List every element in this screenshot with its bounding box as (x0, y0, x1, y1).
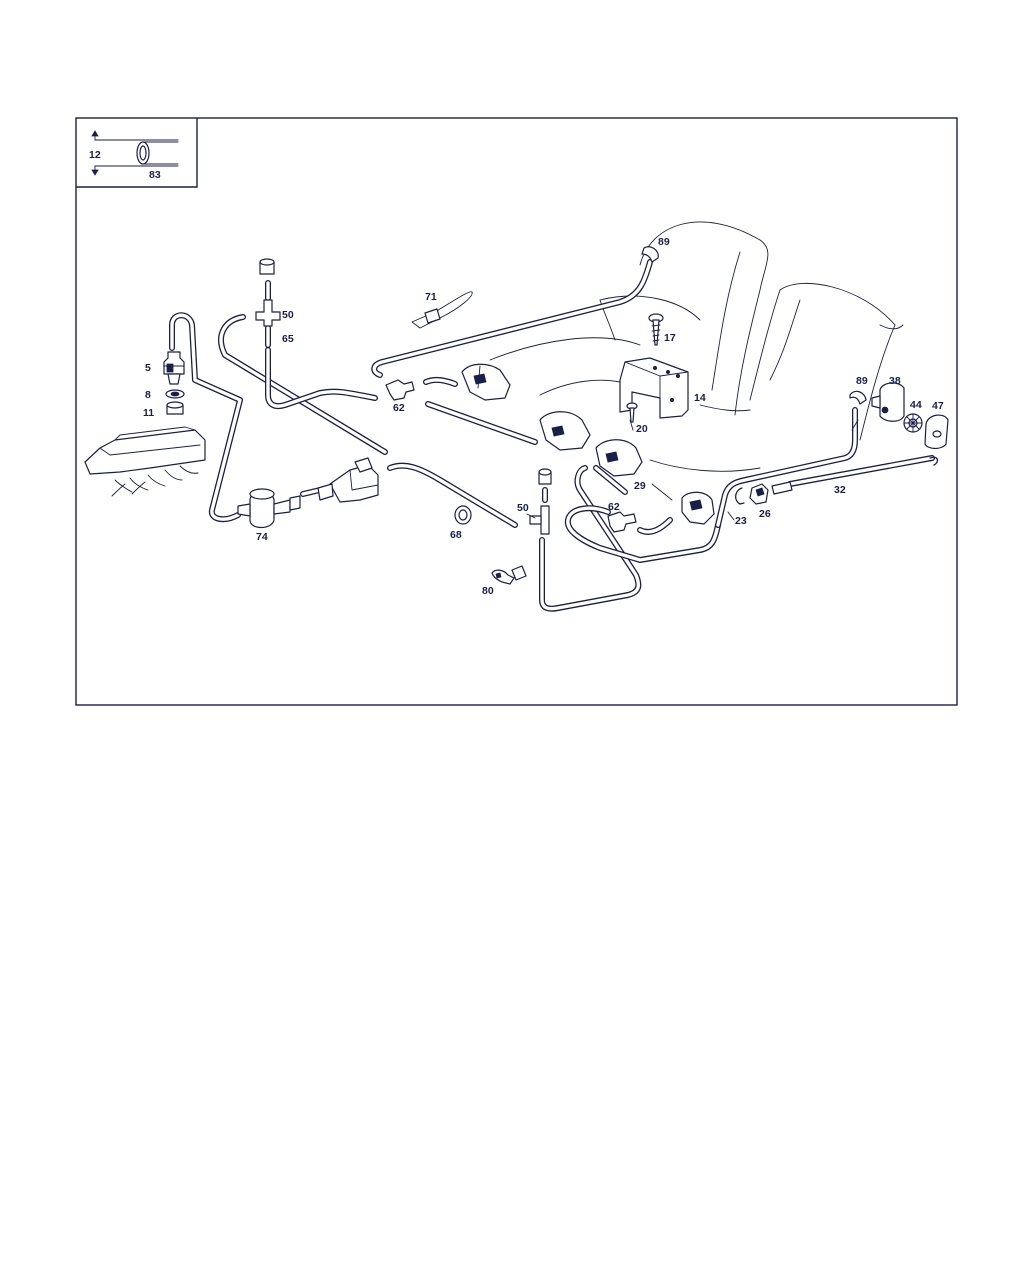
seat-outline (489, 221, 904, 472)
connector-80 (491, 565, 527, 585)
clip-29 (681, 491, 715, 525)
label-47: 47 (932, 400, 944, 412)
label-5: 5 (145, 362, 151, 374)
label-29: 29 (634, 480, 646, 492)
tee-62-upper (385, 379, 415, 401)
clamp-26 (749, 483, 769, 505)
washer-8 (165, 389, 185, 399)
label-89-upper: 89 (658, 236, 670, 248)
pump-74 (237, 488, 301, 529)
label-71: 71 (425, 291, 437, 303)
grommet-68 (454, 505, 472, 525)
label-62-upper: 62 (393, 402, 405, 414)
callout-labels: 5 8 11 50 65 71 62 89 17 14 20 89 38 44 … (143, 236, 944, 597)
disc-44 (903, 413, 923, 433)
label-17: 17 (664, 332, 676, 344)
tee-50-upper (255, 299, 281, 327)
valve-5 (163, 351, 185, 385)
tee-62-lower (607, 511, 637, 533)
cap-lower-50 (538, 468, 552, 503)
label-65: 65 (282, 333, 294, 345)
inset-part-label: 83 (149, 169, 161, 181)
clip-mid (539, 411, 591, 451)
label-26: 26 (759, 508, 771, 520)
pin-20 (626, 402, 638, 423)
leader-lines (526, 419, 859, 521)
cap-upper-50 (259, 258, 275, 275)
tee-50-lower (529, 505, 550, 535)
bushing-11 (166, 401, 184, 415)
label-80: 80 (482, 585, 494, 597)
inset-legend: 12 83 (76, 118, 198, 188)
label-62-lower: 62 (608, 501, 620, 513)
rod-32-end (771, 456, 939, 495)
label-11: 11 (143, 407, 154, 419)
tube-network (169, 259, 935, 612)
label-89-right: 89 (856, 375, 868, 387)
valve-unit-right (317, 457, 379, 503)
inset-dim-label: 12 (89, 149, 101, 161)
diagram-frame (75, 117, 958, 706)
clip-lower (595, 439, 643, 477)
label-44: 44 (910, 399, 922, 411)
label-32: 32 (834, 484, 846, 496)
clip-upper (461, 363, 511, 401)
label-50-upper: 50 (282, 309, 294, 321)
label-23: 23 (735, 515, 747, 527)
seat-bracket-left (84, 426, 206, 497)
clip-23 (735, 487, 745, 505)
label-20: 20 (636, 423, 648, 435)
cover-47 (924, 414, 949, 450)
label-68: 68 (450, 529, 462, 541)
elbow-89-upper (641, 246, 659, 263)
label-38: 38 (889, 375, 901, 387)
tie-71 (411, 291, 473, 329)
label-50-lower: 50 (517, 502, 529, 514)
label-8: 8 (145, 389, 151, 401)
label-14: 14 (694, 392, 706, 404)
label-74: 74 (256, 531, 268, 543)
motor-38 (871, 382, 905, 422)
elbow-89-right (849, 390, 867, 405)
screw-17 (648, 313, 664, 346)
